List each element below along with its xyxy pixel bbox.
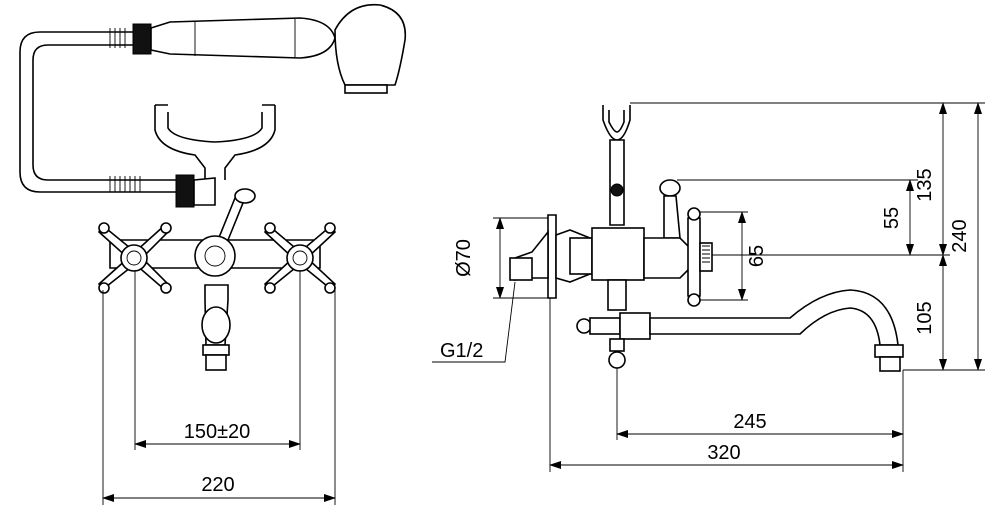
hose-nut-lower	[175, 174, 195, 208]
hose	[19, 31, 180, 193]
spout-side	[576, 289, 904, 372]
side-dimensions: 240 135 105 55 65 Ø70 G1/2 245 320	[432, 102, 985, 472]
wall-plate	[547, 214, 557, 299]
dim-thread: G1/2	[440, 340, 483, 362]
front-dimensions: 150±20 220	[102, 270, 336, 505]
dim-overall-projection: 320	[707, 442, 740, 464]
eccentric-connector	[509, 257, 533, 281]
hose-nut	[132, 23, 152, 55]
shower-head	[334, 3, 407, 86]
dim-outlet-below-axis: 105	[914, 301, 936, 334]
dim-handle-spacing: 150±20	[184, 421, 251, 443]
dim-handle-height: 55	[881, 207, 903, 229]
shower-holder	[602, 105, 631, 141]
mixer-body-side	[591, 227, 645, 281]
shower-handle	[150, 17, 336, 59]
front-view: 150±20 220	[19, 3, 407, 505]
cross-handle-right	[264, 222, 336, 294]
cross-handle-side	[687, 207, 713, 307]
dim-spout-reach: 245	[733, 411, 766, 433]
dim-top-to-axis: 135	[914, 168, 936, 201]
spout-front	[201, 284, 231, 371]
shower-cradle	[154, 105, 276, 180]
dim-overall-width: 220	[201, 474, 234, 496]
dim-overall-height: 240	[949, 219, 971, 252]
riser-pipe	[609, 139, 625, 226]
dim-plate-diameter: Ø70	[453, 239, 475, 277]
diverter-body	[194, 235, 236, 277]
diverter-lever	[216, 197, 247, 241]
side-lever	[659, 179, 681, 239]
cross-handle-left	[98, 222, 172, 294]
side-view: 240 135 105 55 65 Ø70 G1/2 245 320	[432, 102, 985, 472]
dim-cross-handle: 65	[746, 245, 768, 267]
